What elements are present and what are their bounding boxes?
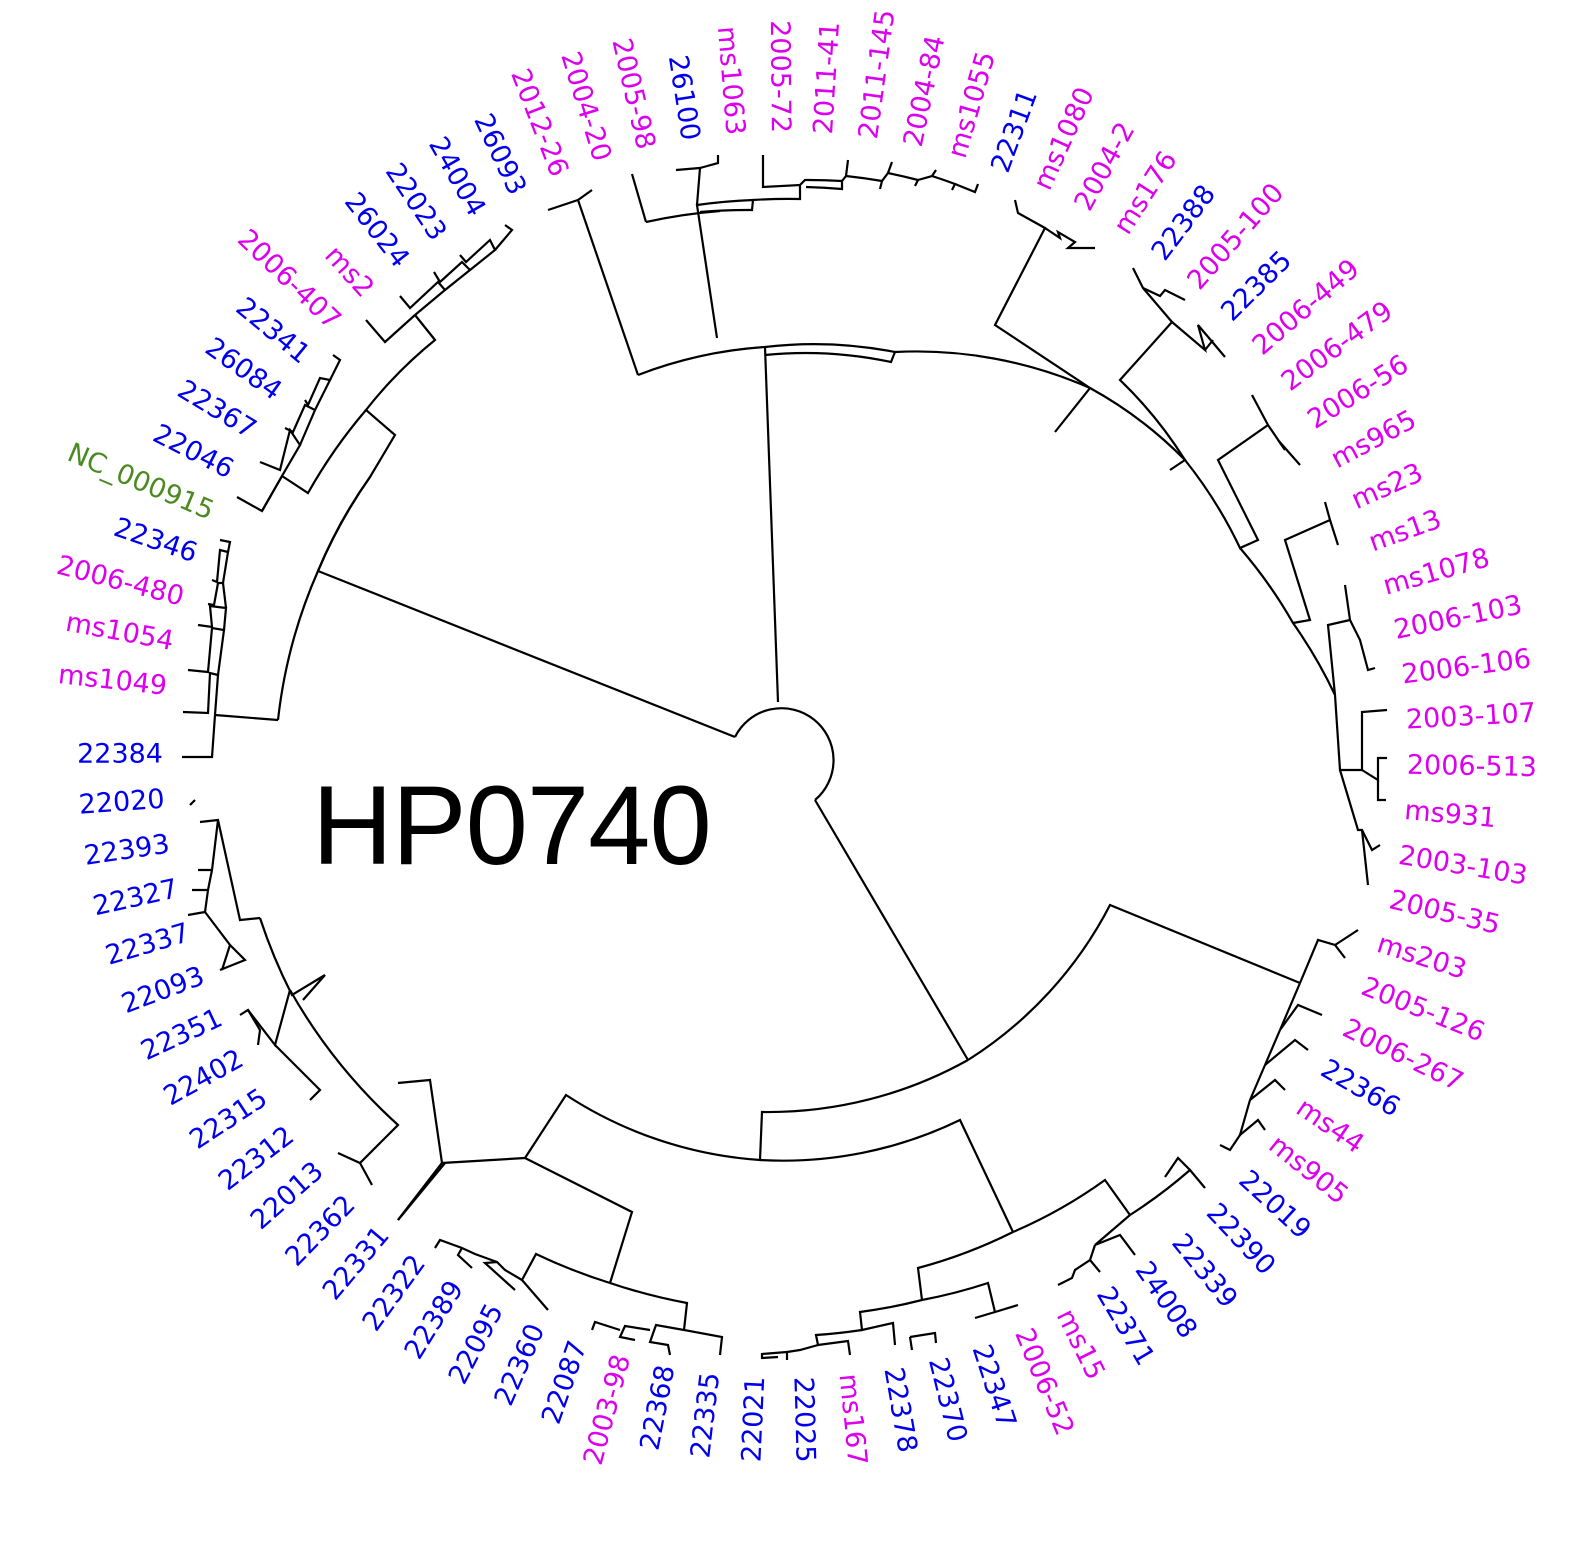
leaf-label: 22337 [102,917,193,971]
branch-top-clade [763,346,780,703]
leaf-label: 22368 [635,1363,682,1453]
leaf-label: 2011-41 [808,21,846,136]
chart-title: HP0740 [312,763,712,888]
leaf-label: 22384 [77,739,163,770]
leaf-label: ms1049 [57,659,169,702]
leaf-label: 22346 [110,512,201,569]
leaf-label: 22087 [536,1337,594,1428]
tree-branches [182,155,1388,1360]
leaf-label: 2003-107 [1405,698,1536,736]
leaf-label: 2011-145 [853,8,901,141]
root-arc [734,707,835,801]
leaf-label: 22370 [922,1354,973,1445]
leaf-label: 2004-84 [898,33,952,150]
leaf-label: 22347 [966,1341,1022,1432]
leaf-label: 2006-513 [1407,750,1538,783]
leaf-label: 2006-103 [1391,590,1525,646]
branch-left-clade [317,569,736,739]
leaf-label: 2003-103 [1396,840,1529,892]
leaf-label: ms167 [833,1372,873,1467]
leaf-label: 2006-106 [1400,643,1533,690]
leaf-label: 22020 [78,784,166,821]
leaf-label: ms1078 [1380,542,1493,601]
leaf-label: 2005-35 [1386,884,1503,941]
leaf-label: ms13 [1365,504,1446,558]
leaf-label: ms1054 [63,607,176,657]
leaf-label: ms203 [1373,928,1470,985]
leaf-label: 22025 [787,1376,820,1463]
leaf-label: ms1063 [711,25,751,136]
branch-bottom-clade [814,799,969,1061]
leaf-labels: 2238422020223932232722337220932235122402… [54,8,1538,1469]
leaf-label: 22378 [878,1365,923,1455]
leaf-label: 2005-72 [764,20,796,133]
leaf-label: 2003-98 [578,1351,637,1468]
leaf-label: 22393 [82,829,171,872]
leaf-label: ms931 [1403,795,1497,834]
leaf-label: 26100 [662,53,706,143]
leaf-label: 22335 [685,1371,726,1460]
leaf-label: 2005-98 [605,35,661,152]
leaf-label: 22021 [736,1376,771,1463]
leaf-label: 22327 [90,873,181,922]
leaf-label: ms23 [1347,457,1428,516]
